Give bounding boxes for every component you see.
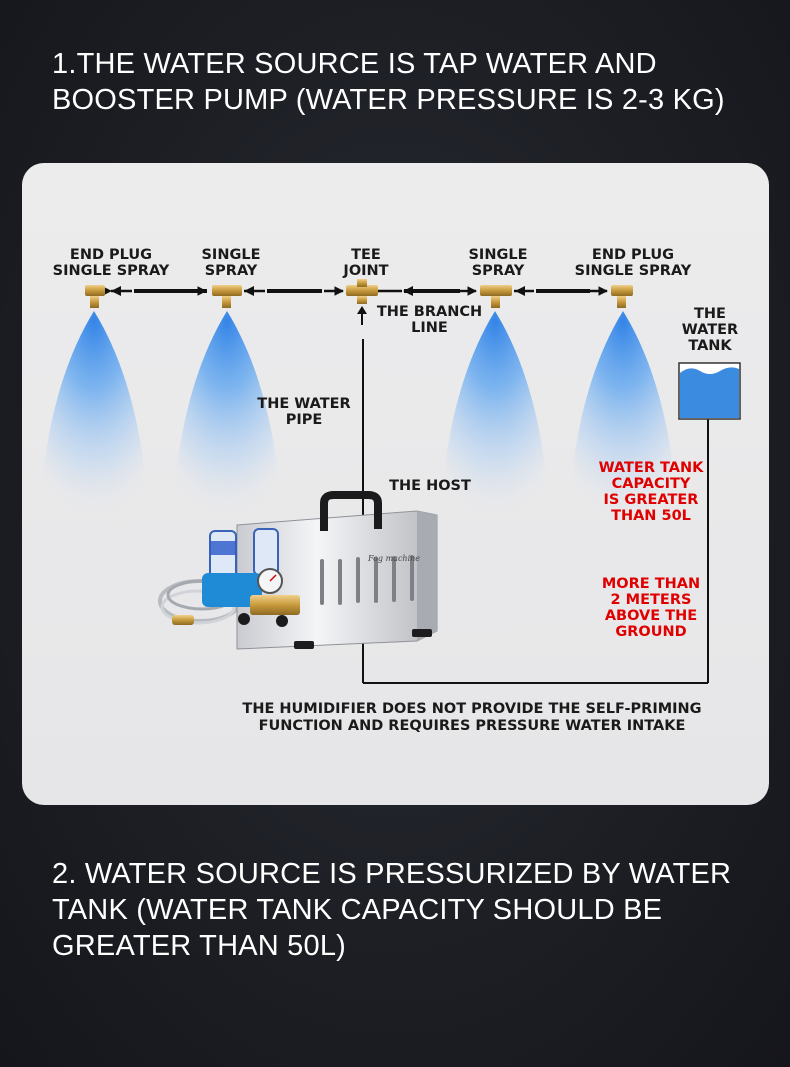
spray-cone-2 (173, 311, 281, 513)
nozzle-single-spray-1 (212, 285, 242, 308)
system-diagram: Fog machine (40, 279, 741, 684)
self-priming-notice: THE HUMIDIFIER DOES NOT PROVIDE THE SELF… (242, 701, 702, 734)
machine-brand-label: Fog machine (367, 554, 420, 563)
spray-cone-4 (441, 311, 549, 513)
nozzle-end-plug-1 (85, 285, 105, 308)
fog-machine (158, 491, 438, 650)
left-arrowheads (111, 286, 525, 296)
water-tank (678, 362, 741, 420)
label-host: THE HOST (389, 478, 471, 494)
spray-cone-5 (569, 311, 677, 513)
spray-cone-1 (40, 311, 148, 513)
section-1-heading: 1.THE WATER SOURCE IS TAP WATER AND BOOS… (52, 48, 725, 116)
section-2-heading: 2. WATER SOURCE IS PRESSURIZED BY WATER … (52, 858, 732, 962)
tee-joint (346, 279, 378, 304)
nozzle-single-spray-2 (480, 285, 512, 308)
nozzle-end-plug-2 (611, 285, 633, 308)
branch-arrow (357, 306, 367, 325)
